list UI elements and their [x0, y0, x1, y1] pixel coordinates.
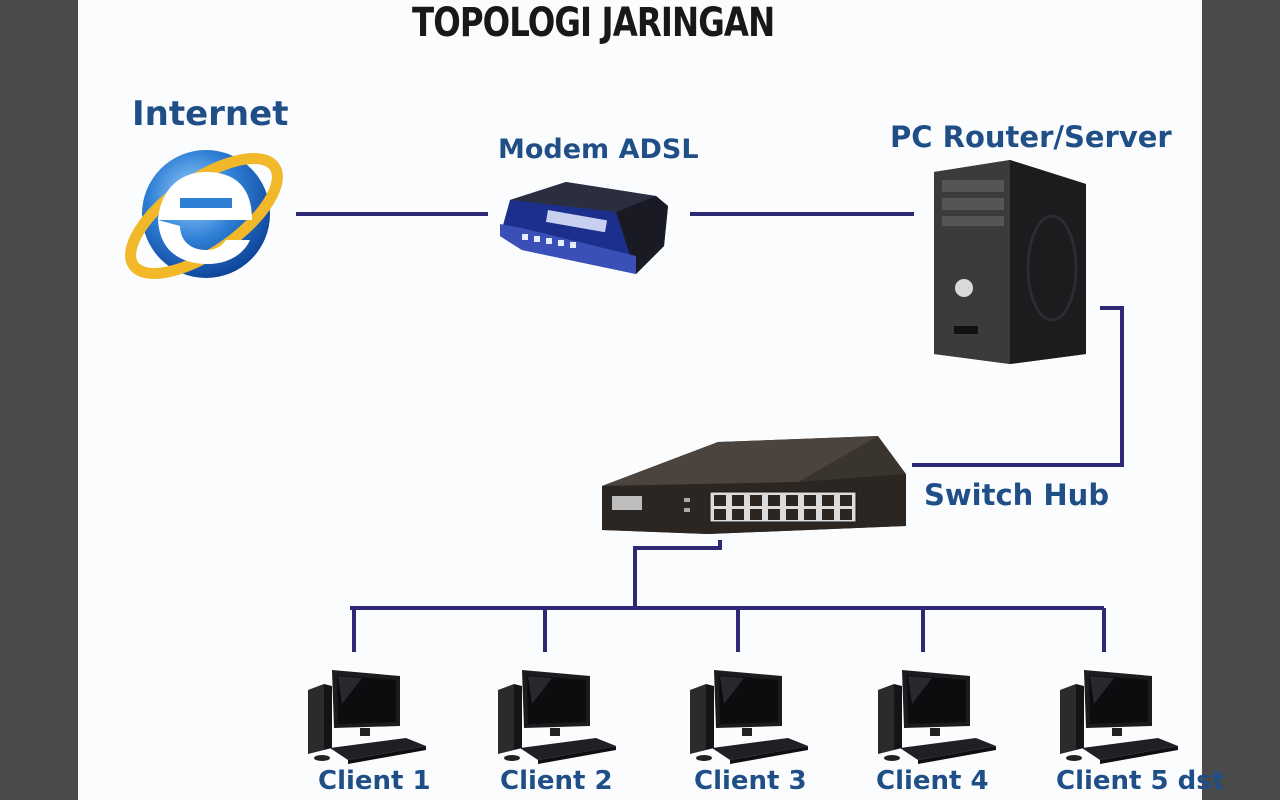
switch-label: Switch Hub — [924, 478, 1110, 512]
client-label-1: Client 1 — [318, 766, 431, 796]
adsl-modem-icon — [500, 182, 668, 274]
network-switch-icon — [602, 436, 906, 534]
internet-explorer-icon — [125, 150, 283, 279]
tower-server-icon — [934, 160, 1086, 364]
client-label-3: Client 3 — [694, 766, 807, 796]
workstation-icon — [1060, 670, 1178, 764]
client-label-5: Client 5 dst — [1056, 766, 1225, 796]
workstation-icon — [498, 670, 616, 764]
connection-lines — [296, 212, 1124, 652]
internet-label: Internet — [132, 94, 289, 134]
diagram-canvas: TOPOLOGI JARINGAN Internet — [78, 0, 1224, 800]
workstation-icon — [878, 670, 996, 764]
link-switch-bus — [633, 540, 722, 608]
diagram-title: TOPOLOGI JARINGAN — [412, 0, 775, 46]
workstation-icon — [690, 670, 808, 764]
router-label: PC Router/Server — [890, 120, 1172, 154]
client-label-2: Client 2 — [500, 766, 613, 796]
workstation-icon — [308, 670, 426, 764]
modem-label: Modem ADSL — [498, 134, 699, 165]
link-router-switch — [912, 306, 1124, 467]
client-label-4: Client 4 — [876, 766, 989, 796]
